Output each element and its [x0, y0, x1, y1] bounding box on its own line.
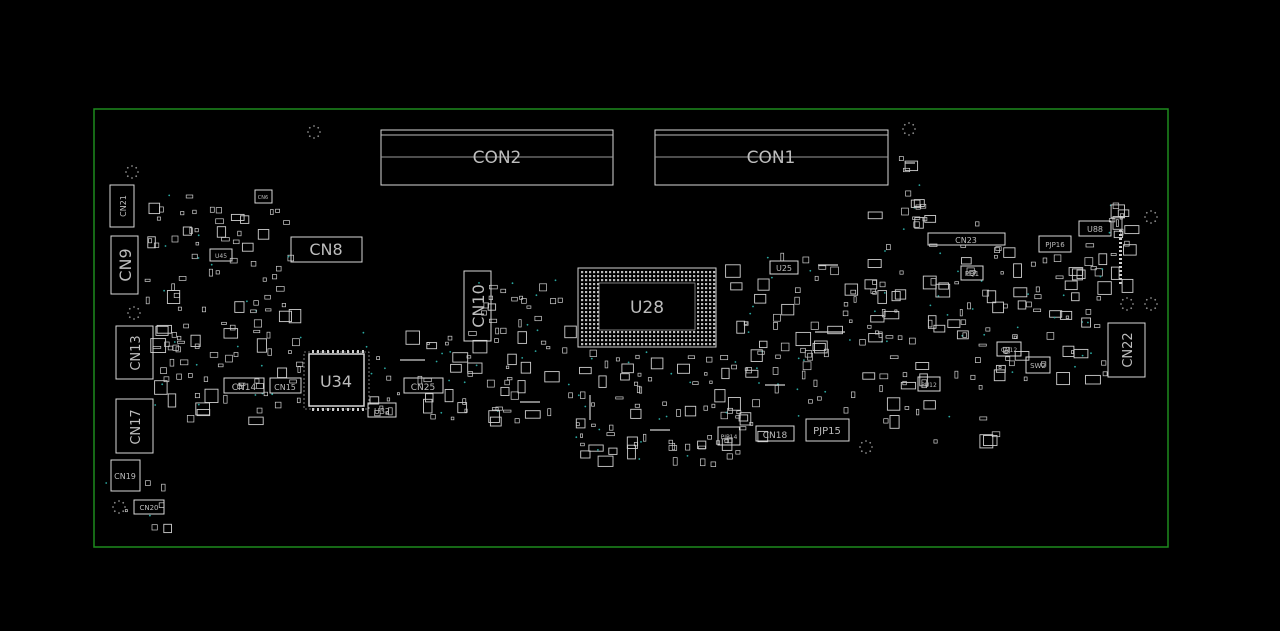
pq1-part[interactable]: PQ1 — [960, 265, 984, 281]
cn18-label: CN18 — [763, 431, 788, 441]
cn17-connector[interactable]: CN17 — [115, 398, 154, 454]
con1-label: CON1 — [747, 148, 796, 168]
u88-label: U88 — [1087, 225, 1103, 234]
cn15-connector[interactable]: CN15 — [269, 377, 302, 394]
u88-chip[interactable]: U88 — [1078, 220, 1112, 237]
u28-label: U28 — [630, 298, 664, 318]
cn18-connector[interactable]: CN18 — [755, 425, 795, 442]
u25-chip[interactable]: U25 — [769, 260, 799, 275]
board-outline — [93, 108, 1169, 548]
u45-chip[interactable]: U45 — [209, 248, 233, 262]
cn21-label: CN21 — [119, 195, 128, 217]
cn20-connector[interactable]: CN20 — [133, 499, 165, 515]
cn23-connector[interactable]: CN23 — [927, 232, 1006, 246]
cn12-label: CN12 — [1001, 347, 1017, 354]
pq1-label: PQ1 — [965, 270, 979, 278]
cn22-label: CN22 — [1121, 332, 1136, 367]
cn17-label: CN17 — [129, 409, 144, 444]
cn6-label: CN6 — [258, 195, 268, 201]
cn13-label: CN13 — [129, 335, 144, 370]
u32-label: U32 — [374, 407, 390, 416]
cn21-connector[interactable]: CN21 — [109, 184, 135, 228]
cn19-connector[interactable]: CN19 — [110, 459, 141, 492]
pjp15-label: PJP15 — [813, 426, 841, 437]
sw2-switch[interactable]: SW2 — [1025, 356, 1051, 374]
cn10-label: CN10 — [469, 284, 488, 328]
pu12-label: PU12 — [921, 382, 937, 389]
u32-chip[interactable]: U32 — [367, 402, 397, 418]
cn25-connector[interactable]: CN25 — [403, 377, 444, 394]
u45-label: U45 — [215, 253, 227, 260]
cn8-connector[interactable]: CN8 — [290, 236, 363, 263]
u25-label: U25 — [776, 264, 792, 273]
cn20-label: CN20 — [139, 504, 158, 512]
pjp14-label: PJP14 — [721, 434, 738, 441]
cn9-connector[interactable]: CN9 — [110, 235, 139, 295]
pjp14-jumper[interactable]: PJP14 — [717, 426, 741, 446]
mounting-holes — [112, 122, 1158, 514]
cn8-label: CN8 — [309, 240, 342, 259]
cn22-connector[interactable]: CN22 — [1107, 322, 1146, 378]
cn15-label: CN15 — [274, 383, 296, 392]
cn13-connector[interactable]: CN13 — [115, 325, 154, 380]
sw2-label: SW2 — [1030, 362, 1046, 370]
cn6-connector[interactable]: CN6 — [254, 189, 273, 204]
u28-cpu[interactable]: U28 — [577, 267, 717, 348]
cn25-label: CN25 — [411, 383, 435, 393]
cn9-label: CN9 — [116, 248, 135, 281]
u34-label: U34 — [320, 372, 352, 391]
u34-chip[interactable]: U34 — [303, 350, 370, 411]
con2-label: CON2 — [473, 148, 522, 168]
cn19-label: CN19 — [114, 472, 136, 481]
pu12-part[interactable]: PU12 — [917, 376, 941, 392]
cn10-connector[interactable]: CN10 — [463, 270, 492, 342]
cn23-label: CN23 — [955, 236, 977, 245]
pjp15-jumper[interactable]: PJP15 — [805, 418, 850, 442]
pjp16-label: PJP16 — [1045, 241, 1065, 249]
pjp16-jumper[interactable]: PJP16 — [1038, 235, 1072, 253]
cn14-connector[interactable]: CN14 — [223, 377, 265, 394]
cn14-label: CN14 — [232, 383, 257, 393]
cn12-connector[interactable]: CN12 — [996, 341, 1022, 357]
con1-connector[interactable]: CON1 — [654, 129, 889, 186]
con2-connector[interactable]: CON2 — [380, 129, 614, 186]
